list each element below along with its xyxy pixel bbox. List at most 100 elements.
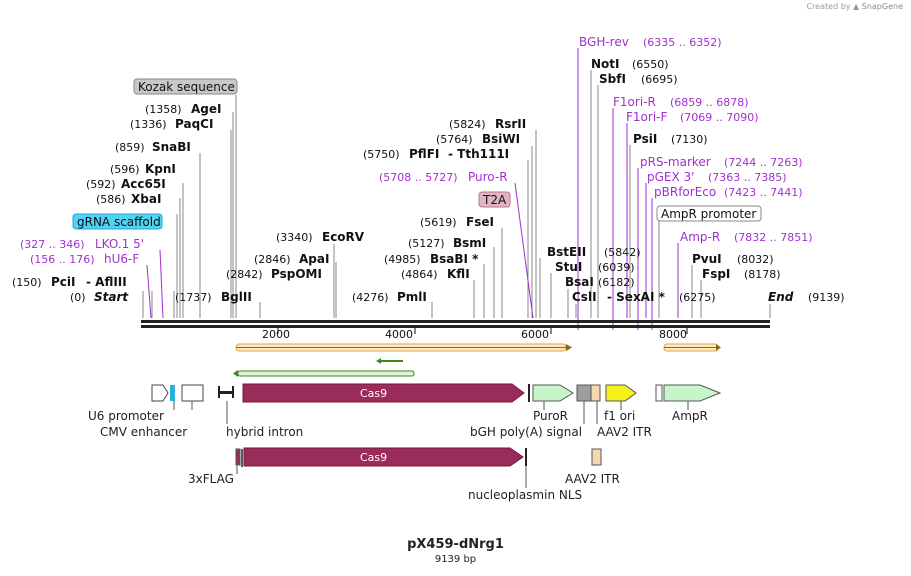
f1-ori-label: f1 ori — [604, 409, 635, 423]
site-name[interactable]: AgeI — [191, 102, 221, 116]
ampr-promoter-box[interactable] — [655, 384, 663, 402]
primer-pos: (7363 .. 7385) — [708, 171, 787, 184]
backbone-bottom — [141, 325, 770, 328]
site-pos: (859) — [115, 141, 145, 154]
puror-arrow[interactable] — [532, 384, 574, 402]
site-name[interactable]: RsrII — [495, 117, 526, 131]
site-pos: (5764) — [436, 133, 473, 146]
grna-scaffold-box[interactable] — [170, 385, 175, 401]
primer-name[interactable]: pRS-marker — [640, 155, 711, 169]
site-pos: (3340) — [276, 231, 313, 244]
primer-pos: (7069 .. 7090) — [680, 111, 759, 124]
site-pos: (5842) — [604, 246, 641, 259]
primer-pos: (327 .. 346) — [20, 238, 85, 251]
site-name[interactable]: SnaBI — [152, 140, 191, 154]
site-name[interactable]: PaqCI — [175, 117, 213, 131]
site-pos: (6275) — [679, 291, 716, 304]
site-name[interactable]: BsaI — [565, 275, 594, 289]
credit-brand[interactable]: SnapGene — [861, 2, 903, 11]
site-name[interactable]: CslI — [572, 290, 597, 304]
site-pos: (2846) — [254, 253, 291, 266]
site-pos: (8178) — [744, 268, 781, 281]
site-name[interactable]: PciI — [51, 275, 76, 289]
site-name[interactable]: BglII — [221, 290, 252, 304]
site-name[interactable]: BsaBI * — [430, 252, 479, 266]
f1-ori-arrow[interactable] — [605, 384, 637, 402]
cas9-arrow-2[interactable] — [243, 447, 524, 467]
leader-lines — [142, 70, 771, 318]
site-name[interactable]: KflI — [447, 267, 470, 281]
site-name[interactable]: PmlI — [397, 290, 427, 304]
ruler-tick-label: 2000 — [262, 328, 290, 341]
orf-arrows — [233, 343, 721, 377]
u6-promoter-label: U6 promoter — [88, 409, 164, 423]
site-name[interactable]: FspI — [702, 267, 730, 281]
primer-pos: (5708 .. 5727) — [379, 171, 458, 184]
bgh-polya-box[interactable] — [576, 384, 592, 402]
aav2-itr-box-2[interactable] — [591, 448, 602, 466]
flag-box[interactable] — [235, 448, 241, 466]
nls-label: nucleoplasmin NLS — [468, 488, 582, 502]
ampr-arrow[interactable] — [663, 384, 722, 402]
kozak-label: Kozak sequence — [138, 80, 235, 94]
restriction-sites: (150) PciI - AflIII (0) Start (1737) Bgl… — [12, 57, 845, 304]
cmv-enhancer-box[interactable] — [181, 384, 204, 402]
backbone-top — [141, 320, 770, 323]
site-name[interactable]: PvuI — [692, 252, 722, 266]
site-name[interactable]: NotI — [591, 57, 620, 71]
primer-name[interactable]: Amp-R — [680, 230, 720, 244]
u6-promoter-arrow[interactable] — [151, 384, 169, 402]
site-pos: (0) — [70, 291, 86, 304]
site-pos: (150) — [12, 276, 42, 289]
site-name[interactable]: BsmI — [453, 236, 486, 250]
site-name[interactable]: StuI — [555, 260, 582, 274]
feature-track-1-leaders — [173, 401, 689, 424]
primer-name[interactable]: Puro-R — [468, 170, 508, 184]
site-name[interactable]: BstEII — [547, 245, 586, 259]
site-pos: (2842) — [226, 268, 263, 281]
site-name[interactable]: PflFI — [409, 147, 439, 161]
plasmid-length: 9139 bp — [434, 554, 477, 565]
site-extra: - Tth111I — [448, 147, 509, 161]
primer-name[interactable]: LKO.1 5' — [95, 237, 144, 251]
ruler-tick-label: 8000 — [659, 328, 687, 341]
site-name[interactable]: SbfI — [599, 72, 626, 86]
primer-name[interactable]: F1ori-F — [626, 110, 667, 124]
site-name[interactable]: PspOMI — [271, 267, 322, 281]
site-pos: (8032) — [737, 253, 774, 266]
site-name[interactable]: FseI — [466, 215, 494, 229]
ampr-promoter-label: AmpR promoter — [661, 207, 756, 221]
site-name[interactable]: EcoRV — [322, 230, 365, 244]
site-pos: (5619) — [420, 216, 457, 229]
primer-name[interactable]: pBRforEco — [654, 185, 716, 199]
site-pos: (592) — [86, 178, 116, 191]
cas9-label: Cas9 — [360, 387, 387, 400]
site-pos: (6039) — [598, 261, 635, 274]
primer-name[interactable]: F1ori-R — [613, 95, 656, 109]
primer-pos: (7832 .. 7851) — [734, 231, 813, 244]
site-pos: (6695) — [641, 73, 678, 86]
primer-name[interactable]: hU6-F — [104, 252, 139, 266]
feature-track-1: Cas9 — [151, 383, 722, 403]
site-name[interactable]: Acc65I — [121, 177, 166, 191]
site-name[interactable]: ApaI — [299, 252, 329, 266]
hybrid-intron-box[interactable] — [219, 391, 233, 394]
site-pos: (4276) — [352, 291, 389, 304]
site-name[interactable]: Start — [94, 290, 129, 304]
site-pos: (6182) — [598, 276, 635, 289]
site-name[interactable]: BsiWI — [482, 132, 520, 146]
site-pos: (4864) — [401, 268, 438, 281]
primer-name[interactable]: pGEX 3' — [647, 170, 694, 184]
site-name[interactable]: KpnI — [145, 162, 176, 176]
site-pos: (7130) — [671, 133, 708, 146]
site-name[interactable]: End — [768, 290, 794, 304]
site-pos: (586) — [96, 193, 126, 206]
primer-name[interactable]: BGH-rev — [579, 35, 629, 49]
cas9-arrow[interactable] — [242, 383, 525, 403]
aav2-itr-box[interactable] — [590, 384, 601, 402]
aav2-itr-label-2: AAV2 ITR — [565, 472, 620, 486]
site-name[interactable]: PsiI — [633, 132, 657, 146]
site-pos: (6550) — [632, 58, 669, 71]
site-name[interactable]: XbaI — [131, 192, 161, 206]
